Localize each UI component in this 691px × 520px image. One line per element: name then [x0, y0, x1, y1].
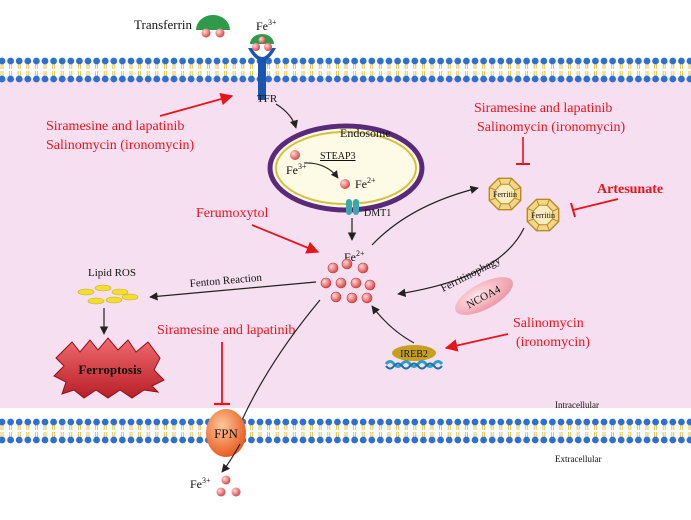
transferrin-protein	[196, 15, 230, 38]
tfr-drug-arrow	[159, 92, 234, 117]
extracellular-fe3-particles	[216, 475, 241, 497]
fe3-out-label: Fe3+	[190, 476, 211, 491]
fe3-top-label: Fe3+	[256, 18, 277, 33]
ferumoxytol-arrow	[251, 224, 320, 254]
ferritin-protein-2	[526, 198, 560, 232]
lipid-ros-particles	[77, 284, 139, 305]
lipid-ros-label: Lipid ROS	[88, 267, 136, 279]
dmt1-label: DMT1	[364, 208, 391, 219]
ferritinophagy-arrow	[397, 227, 525, 297]
ferroptosis-label: Ferroptosis	[78, 362, 141, 377]
endosome-label: Endosome	[340, 126, 391, 140]
plasma-membrane-top	[0, 57, 691, 83]
intracellular-label: Intracellular	[555, 400, 599, 410]
steap3-label: STEAP3	[320, 151, 356, 162]
endosome-fe2-label: Fe2+	[355, 176, 376, 191]
drug-salinomycin-ireb2-1: Salinomycin	[513, 316, 584, 331]
fpn-label: FPN	[214, 426, 238, 441]
tfr-receptor	[248, 34, 276, 100]
dmt1-transporter	[346, 199, 359, 215]
labile-iron-pool	[320, 258, 376, 304]
salinomycin-ireb2-arrow	[444, 333, 509, 352]
endosome-fe2-particle	[340, 179, 350, 189]
tfr-label: TFR	[257, 93, 278, 105]
drug-ferumoxytol: Ferumoxytol	[196, 206, 268, 221]
ncoa4-protein	[455, 277, 513, 315]
tfr-to-endosome-arrow	[275, 103, 298, 129]
ferritin-protein-1	[488, 177, 522, 211]
ireb2-to-pool-arrow	[371, 305, 415, 344]
ferritin-inhibition-bar	[516, 137, 530, 165]
transferrin-label: Transferrin	[134, 17, 193, 32]
pool-to-ferritin-arrow	[371, 185, 479, 246]
ireb2-label: IREB2	[400, 349, 428, 360]
drug-salinomycin-ireb2-2: (ironomycin)	[516, 335, 590, 350]
fpn-export-arrow	[221, 443, 241, 473]
extracellular-label: Extracellular	[555, 454, 601, 464]
pool-to-fpn-line	[241, 299, 321, 421]
fpn-inhibition-bar	[214, 342, 230, 406]
drug-salinomycin-tfr: Salinomycin (ironomycin)	[46, 138, 194, 153]
endosome-fe3-particle	[290, 150, 300, 160]
artesunate-inhibition-bar	[570, 198, 619, 218]
steap3-reduction-arrow	[303, 162, 339, 179]
drug-siramesine-lapatinib-ferritin: Siramesine and lapatinib	[474, 101, 612, 116]
ferritin-2-label: Ferritin	[531, 211, 555, 220]
drug-artesunate: Artesunate	[597, 182, 663, 197]
fenton-reaction-arrow	[149, 281, 317, 301]
ireb2-protein	[384, 345, 444, 370]
ferritin-1-label: Ferritin	[493, 190, 517, 199]
ferroptosis-cell	[53, 337, 165, 399]
drug-siramesine-lapatinib-fpn: Siramesine and lapatinib	[157, 323, 295, 338]
fpn-exporter	[206, 409, 246, 457]
drug-salinomycin-ferritin: Salinomycin (ironomycin)	[477, 120, 625, 135]
drug-siramesine-lapatinib-tfr: Siramesine and lapatinib	[46, 119, 184, 134]
endosome-fe3-label: Fe3+	[286, 162, 307, 177]
